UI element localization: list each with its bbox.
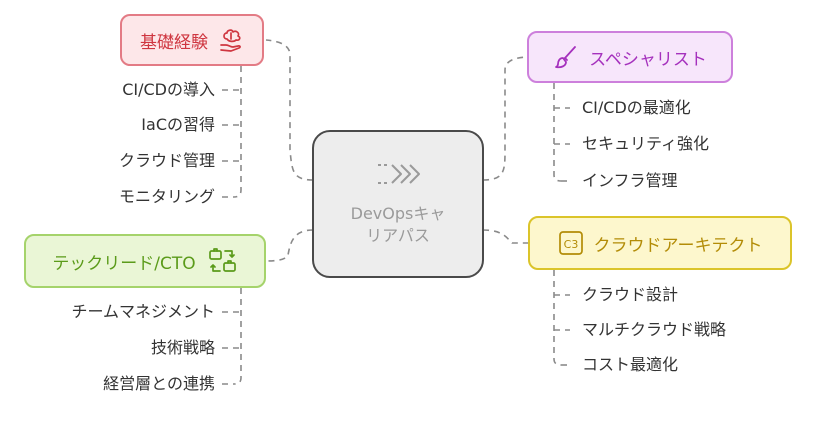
foundation-item: クラウド管理 (118, 151, 215, 170)
techlead-item: 技術戦略 (150, 338, 215, 357)
c3-icon-text: C3 (563, 238, 578, 251)
techlead-item: 経営層との連携 (103, 374, 215, 393)
brain-hand-icon (218, 27, 244, 53)
center-title-line2: リアパス (366, 226, 430, 245)
connector-center-specialist (482, 56, 528, 181)
cloudarch-item: マルチクラウド戦略 (582, 320, 727, 339)
foundation-item: モニタリング (118, 187, 215, 206)
branch-techlead-title: テックリード/CTO (52, 253, 196, 274)
branch-foundation-title: 基礎経験 (140, 32, 208, 53)
connector-techlead-trunk (233, 288, 242, 385)
foundation-item: CI/CDの導入 (122, 80, 215, 99)
cloudarch-item: コスト最適化 (582, 355, 679, 374)
center-title-line1: DevOpsキャ (350, 204, 446, 223)
branch-cloudarch[interactable]: C3 クラウドアーキテクト (528, 216, 792, 270)
branch-specialist-title: スペシャリスト (589, 49, 707, 70)
connector-cloudarch-trunk (553, 270, 562, 366)
briefcase-swap-icon (208, 247, 238, 275)
specialist-item: インフラ管理 (582, 171, 678, 190)
connector-center-foundation (265, 39, 314, 181)
triple-chevron-right-icon (374, 161, 422, 193)
specialist-item: セキュリティ強化 (582, 134, 710, 153)
techlead-item: チームマネジメント (71, 302, 215, 321)
branch-techlead[interactable]: テックリード/CTO (24, 234, 266, 288)
branch-foundation[interactable]: 基礎経験 (120, 14, 264, 66)
branch-specialist[interactable]: スペシャリスト (527, 31, 733, 83)
foundation-item: IaCの習得 (141, 115, 215, 134)
cloudarch-item: クラウド設計 (582, 285, 679, 304)
connector-center-cloudarch (482, 229, 528, 244)
center-node[interactable]: DevOpsキャ リアパス (312, 130, 484, 278)
specialist-item: CI/CDの最適化 (582, 98, 691, 117)
connector-specialist-trunk (553, 83, 562, 182)
connector-center-techlead (265, 229, 314, 262)
branch-cloudarch-title: クラウドアーキテクト (593, 235, 763, 256)
connector-foundation-trunk (233, 66, 242, 198)
c3-icon: C3 (558, 230, 584, 256)
brush-icon (553, 44, 579, 70)
